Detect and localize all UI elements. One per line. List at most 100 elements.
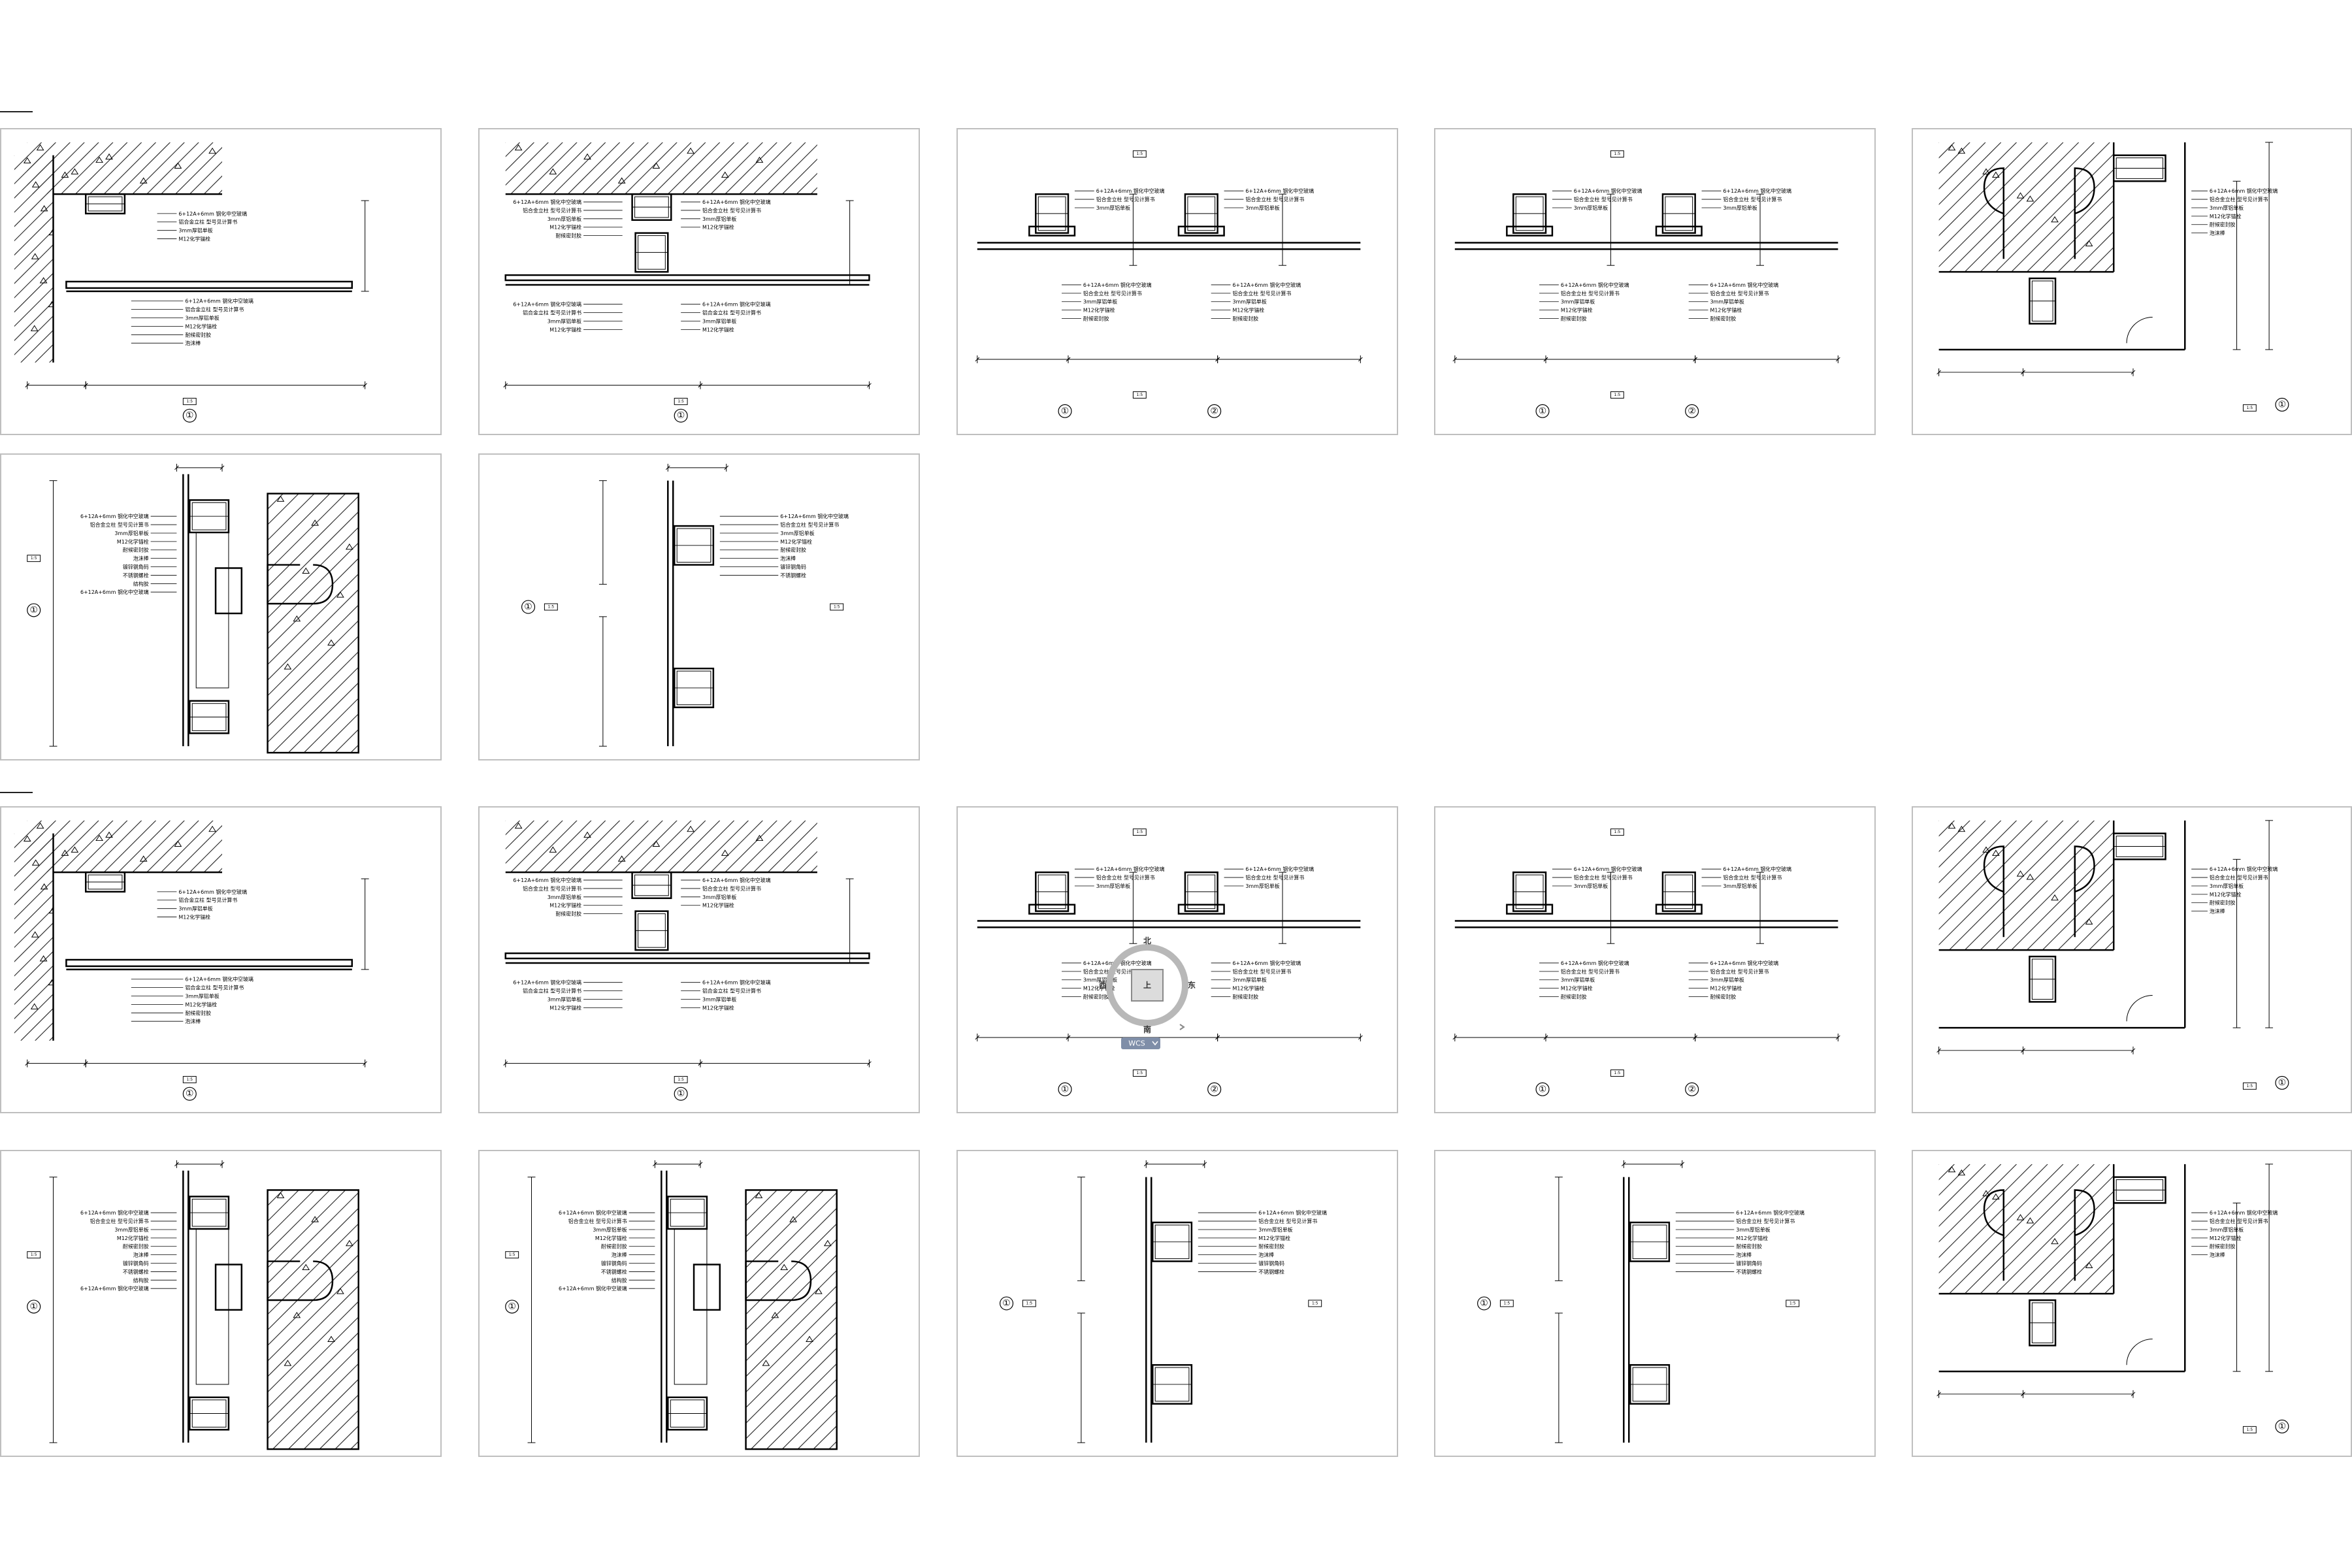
callout-note: 6+12A+6mm 钢化中空玻璃 (1723, 188, 1791, 194)
viewcube-east[interactable]: 东 (1188, 980, 1196, 990)
aluminium-profile (2029, 277, 2057, 325)
detail-marker (1000, 1296, 1014, 1311)
callout-note: 6+12A+6mm 钢化中空玻璃 (1736, 1209, 1805, 1216)
anchor-hook (1983, 845, 2004, 938)
callout-note: 耐候密封胶 (780, 547, 806, 553)
callout-note: 铝合金立柱 型号见计算书 (185, 306, 244, 313)
viewcube[interactable]: 上 北 南 西 东 WCS (1088, 926, 1206, 1051)
concrete-hatch (1938, 1164, 2114, 1294)
detail-marker-label: ① (2278, 1421, 2286, 1431)
viewcube-rotate-icon[interactable] (1179, 1024, 1185, 1030)
callout-note: 6+12A+6mm 钢化中空玻璃 (178, 210, 247, 217)
dimension-line (2232, 858, 2241, 1028)
aluminium-profile (2029, 955, 2057, 1003)
dimension-line (2021, 1046, 2136, 1054)
dimension-line (25, 1059, 88, 1068)
callout-note: 3mm厚铝单板 (702, 318, 736, 324)
callout-note: 3mm厚铝单板 (547, 894, 581, 900)
detail-marker-label: ① (2278, 1077, 2286, 1088)
callout-note: M12化学锚栓 (1232, 985, 1264, 992)
concrete-hatch (1938, 142, 2114, 272)
callout-note: 6+12A+6mm 钢化中空玻璃 (513, 301, 581, 308)
callout-note: 铝合金立柱 型号见计算书 (1096, 874, 1155, 881)
callout-note: 泡沫棒 (133, 555, 149, 562)
dimension-line (1279, 872, 1287, 944)
scale-tag-label: 1:5 (31, 1252, 37, 1257)
aluminium-profile (2113, 832, 2166, 860)
dimension-line (1077, 1313, 1085, 1443)
callout-note: 铝合金立柱 型号见计算书 (1736, 1218, 1795, 1224)
anchor-hook (1983, 167, 2004, 259)
callout-note: 不锈钢螺栓 (1258, 1268, 1284, 1275)
callout-note: M12化学锚栓 (780, 538, 812, 545)
dimension-line (665, 463, 729, 472)
callout-note: 6+12A+6mm 钢化中空玻璃 (2210, 1209, 2278, 1216)
scale-tag-label: 1:5 (1026, 1301, 1033, 1306)
scale-tag-label: 1:5 (2247, 406, 2253, 410)
scale-tag-label: 1:5 (678, 399, 684, 404)
scale-tag-label: 1:5 (1137, 1071, 1143, 1075)
scale-tag (1610, 828, 1624, 836)
wcs-menu-button[interactable] (1121, 1037, 1160, 1049)
viewcube-face[interactable] (1131, 969, 1164, 1002)
aluminium-profile (1629, 1364, 1671, 1405)
callout-note: 6+12A+6mm 钢化中空玻璃 (1245, 866, 1314, 872)
concrete-hatch (505, 820, 817, 873)
callout-note: 3mm厚铝单板 (1245, 204, 1279, 211)
callout-note: 3mm厚铝单板 (547, 996, 581, 1002)
callout-note: 耐候密封胶 (1736, 1243, 1762, 1250)
viewcube-west[interactable]: 西 (1099, 981, 1107, 990)
dimension-line (1215, 355, 1363, 363)
detail-marker-label: ① (508, 1301, 515, 1312)
viewcube-compass-ring[interactable] (1106, 944, 1188, 1026)
scale-tag (27, 555, 41, 563)
viewcube-north[interactable]: 北 (1143, 936, 1151, 945)
dimension-line (1129, 193, 1137, 266)
callout-note: 6+12A+6mm 钢化中空玻璃 (80, 1209, 149, 1216)
callout-note: 泡沫棒 (2210, 1252, 2225, 1258)
dimension-line (598, 616, 607, 747)
callout-note: 耐候密封胶 (601, 1243, 627, 1250)
callout-note: 6+12A+6mm 钢化中空玻璃 (80, 1285, 149, 1292)
scale-tag (830, 603, 844, 611)
aluminium-profile (1151, 1221, 1193, 1262)
callout-note: 6+12A+6mm 钢化中空玻璃 (702, 877, 771, 883)
dimension-line (83, 381, 368, 389)
callout-note: 耐候密封胶 (1083, 315, 1109, 321)
detail-marker (1685, 404, 1699, 418)
aluminium-profile (84, 871, 126, 893)
dimension-line (598, 480, 607, 585)
callout-note: M12化学锚栓 (549, 224, 581, 231)
callout-note: M12化学锚栓 (1710, 985, 1742, 992)
callout-note: 3mm厚铝单板 (1710, 977, 1744, 983)
callout-note: 3mm厚铝单板 (1232, 299, 1266, 305)
callout-note: 泡沫棒 (780, 555, 796, 562)
aluminium-profile (673, 525, 715, 566)
viewcube-south[interactable]: 南 (1143, 1024, 1151, 1034)
detail-marker-label: ① (1539, 406, 1546, 416)
